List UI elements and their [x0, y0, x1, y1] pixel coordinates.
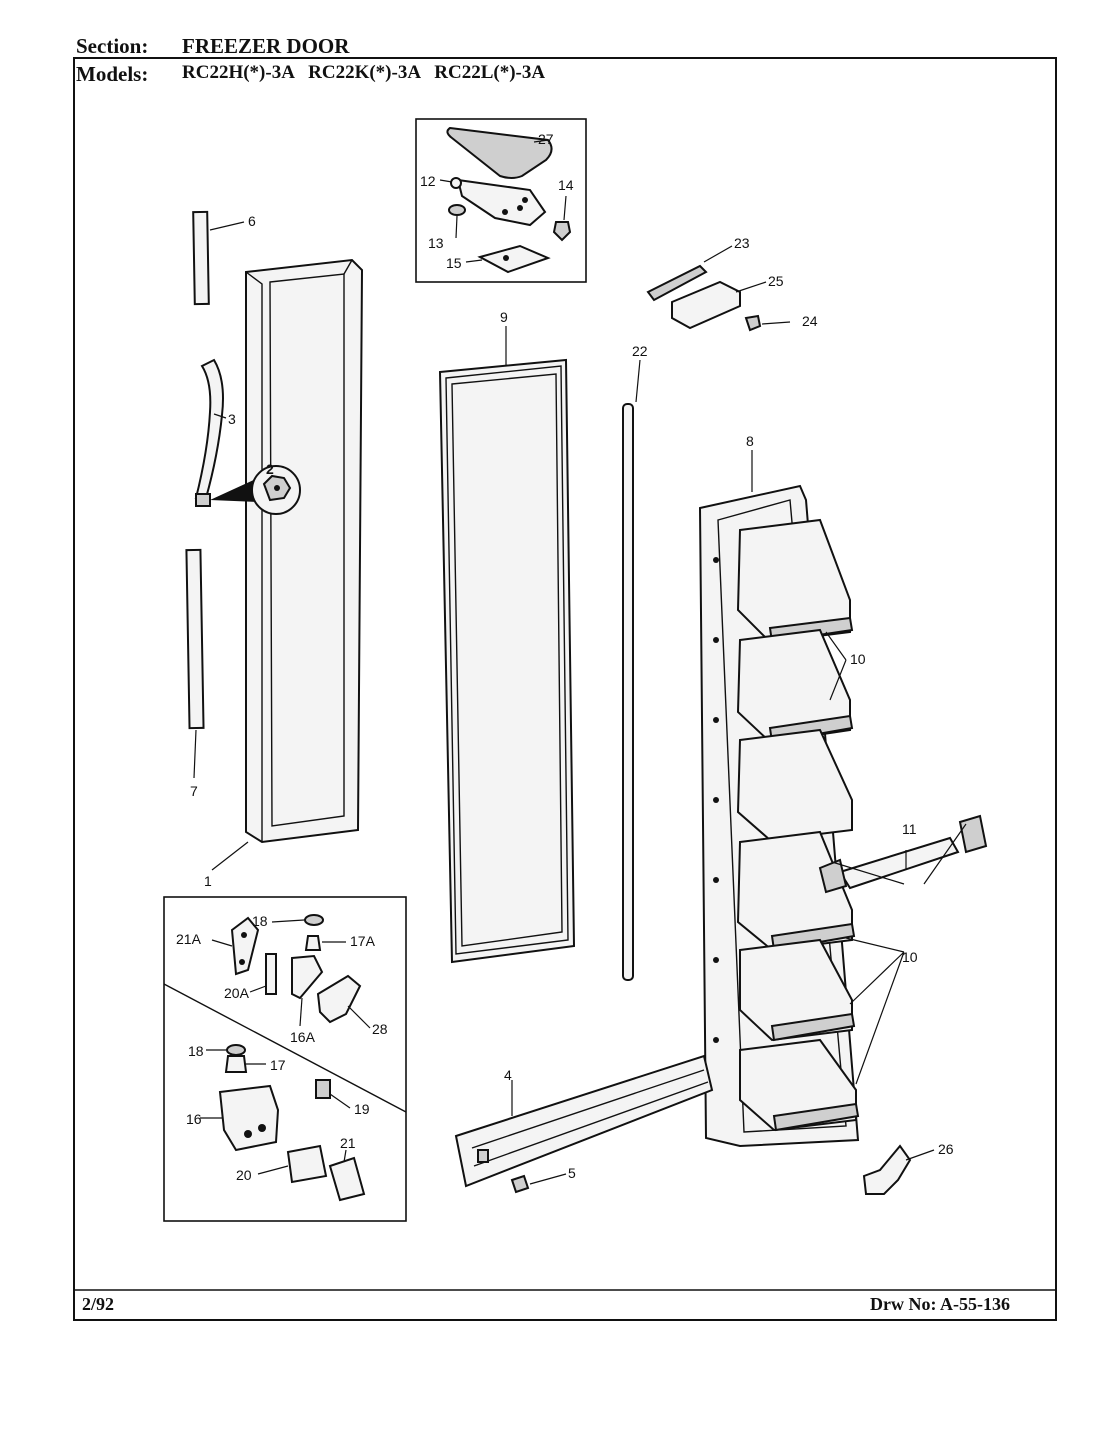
washer-18-bottom: [226, 1044, 246, 1056]
drawing-number: Drw No: A-55-136: [870, 1294, 1010, 1314]
screw-14: [552, 221, 572, 242]
section-title: FREEZER DOOR: [182, 34, 350, 58]
callout-11: 11: [902, 821, 917, 837]
shim-15: [477, 244, 551, 274]
door-gasket-9: [438, 358, 576, 964]
callout-10-upper: 10: [850, 651, 866, 667]
latch-clip-24: [744, 314, 762, 332]
callout-8: 8: [746, 433, 754, 449]
callout-22: 22: [632, 343, 648, 359]
callout-7: 7: [190, 783, 198, 799]
section-label: Section:: [76, 34, 149, 58]
breaker-strip-22: [622, 403, 634, 981]
shelf-bar-11: [818, 814, 988, 894]
callout-labels: 27 12 14 13 15 6 3 2 7 1 9 22 8 23 25 24…: [176, 131, 954, 1183]
callout-2: 2: [266, 461, 274, 477]
bracket-21A: [230, 916, 260, 976]
hinge-16A: [291, 954, 324, 1000]
callout-5: 5: [568, 1165, 576, 1181]
cover-28: [316, 974, 362, 1024]
spring-19: [315, 1079, 331, 1099]
latch-23: [646, 264, 708, 302]
callout-25: 25: [768, 273, 784, 289]
callout-17A: 17A: [350, 933, 376, 949]
top-hinge-inset: [415, 118, 587, 283]
hinge-plate: [456, 178, 547, 227]
callout-18-bottom: 18: [188, 1043, 204, 1059]
callout-24: 24: [802, 313, 818, 329]
callout-13: 13: [428, 235, 444, 251]
door-stop-26: [862, 1144, 912, 1195]
leader-lines: [193, 139, 967, 1185]
latch-housing-25: [671, 280, 741, 330]
outer-door-panel-1: [245, 258, 364, 844]
callout-27: 27: [538, 131, 554, 147]
washer-18-top: [304, 914, 324, 926]
drawing-frame: [73, 57, 1057, 1321]
callout-23: 23: [734, 235, 750, 251]
bracket-21: [328, 1156, 366, 1202]
callout-28: 28: [372, 1021, 388, 1037]
bushing-17A: [304, 935, 322, 951]
callout-12: 12: [420, 173, 436, 189]
callout-9: 9: [500, 309, 508, 325]
callout-20: 20: [236, 1167, 252, 1183]
plate-20A: [265, 953, 277, 995]
detail-leader-wedge: [210, 478, 258, 502]
callout-21A: 21A: [176, 931, 202, 947]
trim-strip-6: [192, 210, 210, 306]
plate-20: [286, 1144, 328, 1184]
callout-21: 21: [340, 1135, 356, 1151]
models-list: RC22H(*)-3A RC22K(*)-3A RC22L(*)-3A: [182, 62, 546, 83]
callout-16: 16: [186, 1111, 202, 1127]
callout-18-top: 18: [252, 913, 268, 929]
hinge-cover-27: [446, 126, 553, 179]
callout-20A: 20A: [224, 985, 250, 1001]
nut-detail-2: [210, 465, 301, 515]
trim-strip-7: [185, 548, 205, 730]
bushing-17: [224, 1055, 248, 1073]
door-shelves: [736, 518, 860, 1132]
hinge-16: [218, 1084, 280, 1152]
inner-door-liner-8: [698, 484, 860, 1148]
washer-13: [448, 204, 466, 216]
hinge-pin-12: [450, 177, 462, 189]
callout-4: 4: [504, 1067, 512, 1083]
callout-19: 19: [354, 1101, 370, 1117]
callout-10-lower: 10: [902, 949, 918, 965]
door-handle-3: [194, 358, 224, 507]
bottom-hinge-inset: [163, 896, 407, 1222]
lower-rail-4: [454, 1054, 714, 1188]
callout-14: 14: [558, 177, 574, 193]
drawing-date: 2/92: [82, 1294, 115, 1314]
callout-3: 3: [228, 411, 236, 427]
clip-5: [510, 1174, 530, 1194]
models-label: Models:: [76, 62, 149, 86]
callout-1: 1: [204, 873, 212, 889]
callout-16A: 16A: [290, 1029, 316, 1045]
callout-6: 6: [248, 213, 256, 229]
callout-15: 15: [446, 255, 462, 271]
callout-26: 26: [938, 1141, 954, 1157]
callout-17: 17: [270, 1057, 286, 1073]
